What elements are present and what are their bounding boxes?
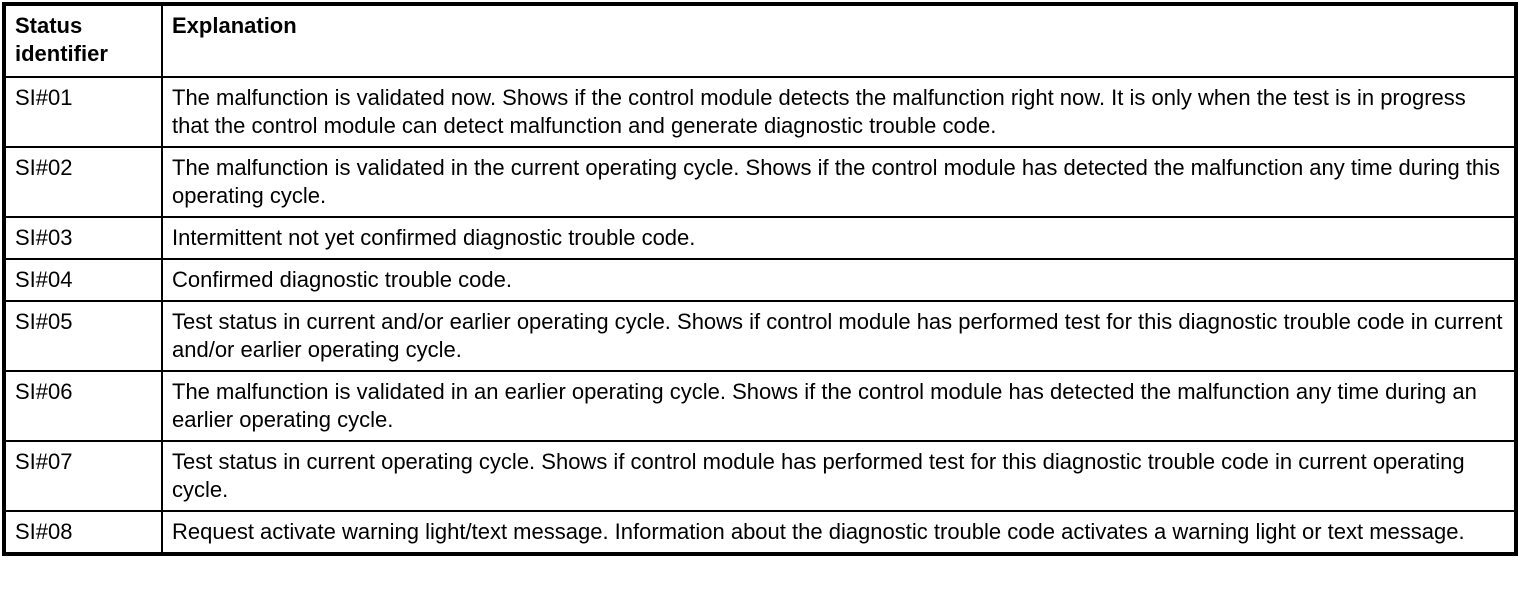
status-identifier-cell: SI#01 xyxy=(3,76,163,148)
status-identifier-table: Status identifier Explanation SI#01 The … xyxy=(2,2,1518,556)
explanation-cell: Intermittent not yet confirmed diagnosti… xyxy=(161,216,1517,260)
explanation-cell: The malfunction is validated in an earli… xyxy=(161,370,1517,442)
table-row: SI#05 Test status in current and/or earl… xyxy=(3,300,1517,372)
explanation-cell: The malfunction is validated in the curr… xyxy=(161,146,1517,218)
table-row: SI#03 Intermittent not yet confirmed dia… xyxy=(3,216,1517,260)
status-identifier-cell: SI#07 xyxy=(3,440,163,512)
column-header-status-identifier: Status identifier xyxy=(3,3,163,78)
status-identifier-cell: SI#02 xyxy=(3,146,163,218)
explanation-cell: Test status in current operating cycle. … xyxy=(161,440,1517,512)
column-header-explanation: Explanation xyxy=(161,3,1517,78)
table-row: SI#07 Test status in current operating c… xyxy=(3,440,1517,512)
status-identifier-cell: SI#05 xyxy=(3,300,163,372)
explanation-cell: Confirmed diagnostic trouble code. xyxy=(161,258,1517,302)
status-identifier-cell: SI#06 xyxy=(3,370,163,442)
table-row: SI#04 Confirmed diagnostic trouble code. xyxy=(3,258,1517,302)
status-identifier-cell: SI#08 xyxy=(3,510,163,555)
explanation-cell: The malfunction is validated now. Shows … xyxy=(161,76,1517,148)
status-identifier-cell: SI#04 xyxy=(3,258,163,302)
explanation-cell: Test status in current and/or earlier op… xyxy=(161,300,1517,372)
table-row: SI#01 The malfunction is validated now. … xyxy=(3,76,1517,148)
table-row: SI#06 The malfunction is validated in an… xyxy=(3,370,1517,442)
header-row: Status identifier Explanation xyxy=(3,3,1517,78)
table-row: SI#08 Request activate warning light/tex… xyxy=(3,510,1517,555)
explanation-cell: Request activate warning light/text mess… xyxy=(161,510,1517,555)
status-identifier-cell: SI#03 xyxy=(3,216,163,260)
table-row: SI#02 The malfunction is validated in th… xyxy=(3,146,1517,218)
